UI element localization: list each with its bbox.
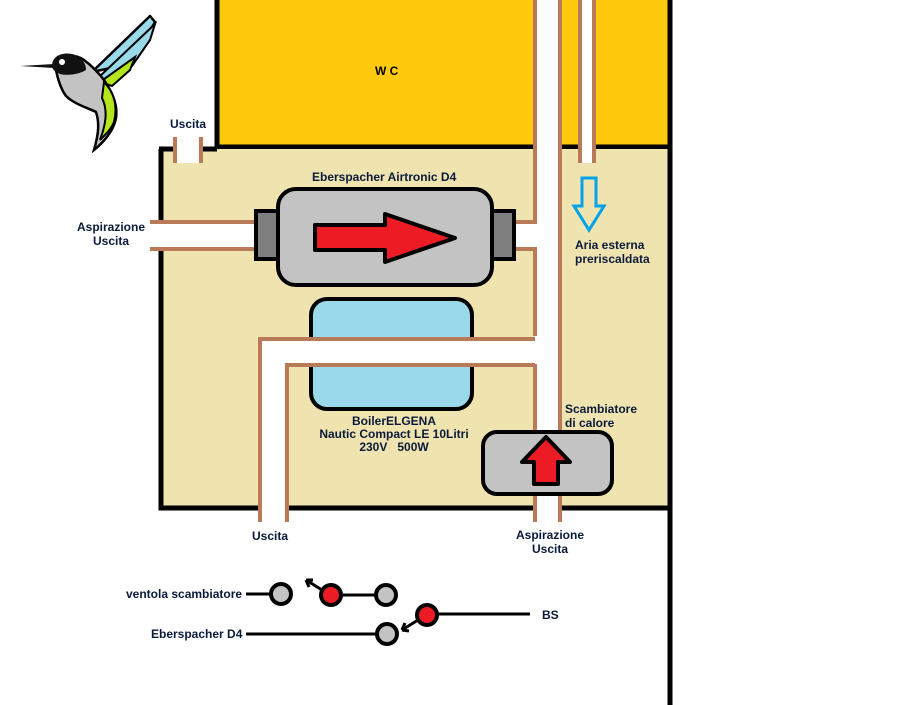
heater-intake-label: Aspirazione Uscita <box>74 220 148 248</box>
main-vertical-pipe <box>510 0 562 525</box>
exchanger-label: Scambiatore di calore <box>565 402 637 430</box>
exchanger-intake-label: Aspirazione Uscita <box>510 528 590 556</box>
fan-switch-label: ventola scambiatore <box>126 587 243 601</box>
wc-room <box>217 0 670 148</box>
heat-exchanger <box>481 430 614 496</box>
bottom-outlet-label: Uscita <box>252 529 289 543</box>
fresh-air-down-arrow-icon <box>571 176 607 233</box>
exchanger-intake-label-line2: Uscita <box>531 542 569 556</box>
supply-switch-pivot[interactable] <box>415 603 439 627</box>
fresh-air-pipe <box>578 0 596 163</box>
heater-flow-arrow-icon <box>313 212 457 264</box>
boiler-label-line1: BoilerELGENA <box>351 414 436 428</box>
heater-intake-label-line1: Aspirazione <box>76 220 145 234</box>
heater-intake-pipe <box>150 220 260 251</box>
exchanger-label-line1: Scambiatore <box>565 402 638 416</box>
fresh-air-label-line1: Aria esterna <box>575 238 645 252</box>
boiler-label-line3: 230V 500W <box>359 440 429 454</box>
heater-label: Eberspacher Airtronic D4 <box>312 170 457 184</box>
wc-label: W C <box>375 64 399 78</box>
fan-switch-contact-b[interactable] <box>374 583 398 607</box>
boiler-label-line2: Nautic Compact LE 10Litri <box>319 427 469 441</box>
top-outlet-pipe <box>173 137 203 163</box>
fresh-air-label-line2: preriscaldata <box>575 252 650 266</box>
top-outlet-label: Uscita <box>170 117 207 131</box>
boiler-label: BoilerELGENA Nautic Compact LE 10Litri 2… <box>314 415 474 454</box>
fan-switch-contact-a[interactable] <box>269 582 293 606</box>
switch-wiring <box>246 578 530 636</box>
heater-intake-label-line2: Uscita <box>92 234 130 248</box>
exchanger-up-arrow-icon <box>520 435 572 486</box>
fresh-air-label: Aria esterna preriscaldata <box>575 238 650 266</box>
supply-label: BS <box>542 608 559 622</box>
exchanger-label-line2: di calore <box>565 416 615 430</box>
fan-switch-pivot[interactable] <box>319 583 343 607</box>
pipe-over-boiler <box>300 337 485 367</box>
heater-switch-contact[interactable] <box>375 622 399 646</box>
heater-switch-label: Eberspacher D4 <box>151 627 243 641</box>
exchanger-intake-label-line1: Aspirazione <box>515 528 584 542</box>
hummingbird-logo-icon <box>20 14 158 154</box>
heater-unit <box>254 187 516 287</box>
